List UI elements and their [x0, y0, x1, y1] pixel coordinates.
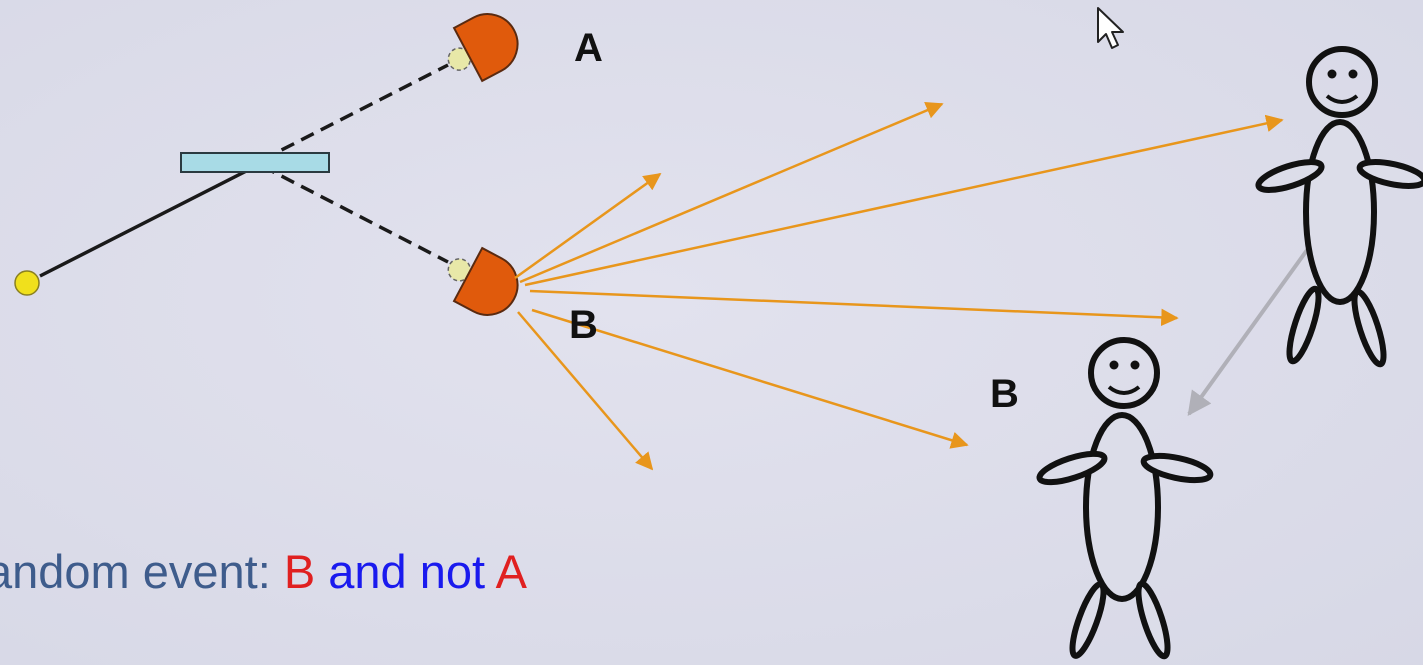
ray-3	[524, 114, 1284, 287]
ray-2	[519, 102, 944, 284]
observer-2-eye-right	[1130, 360, 1140, 370]
photon-source	[14, 270, 40, 296]
observer-2-leg-right	[1135, 580, 1171, 660]
observer-b-label: B	[990, 372, 1019, 416]
observer-2-arm-left	[1036, 450, 1108, 486]
observer-1-arm-left	[1255, 159, 1325, 193]
random-event-caption: andom event: B and not A	[0, 548, 527, 595]
detector-b-body	[452, 246, 519, 316]
observer-1-smile	[1325, 94, 1359, 104]
observer-2-arm-right	[1140, 452, 1214, 484]
caption-middle: and not	[315, 545, 496, 598]
ray-4	[529, 289, 1179, 327]
ray-6	[517, 311, 654, 471]
observer-1-leg-left	[1286, 285, 1322, 365]
information-rays	[514, 102, 1284, 471]
observer-1-arm-right	[1356, 159, 1423, 189]
path-to-detector-b	[261, 164, 449, 264]
observer-2-head	[1088, 337, 1160, 409]
observer-2-body	[1083, 412, 1161, 602]
caption-a: A	[495, 545, 527, 598]
caption-prefix: andom event:	[0, 545, 284, 598]
observer-1-body	[1303, 119, 1377, 305]
observer-figure-1	[1255, 46, 1423, 368]
ray-5	[531, 308, 969, 449]
detector-a	[447, 13, 519, 83]
beam-splitter	[180, 152, 330, 173]
observer-2-eye-left	[1109, 360, 1119, 370]
detector-a-label: A	[574, 26, 603, 70]
mouse-pointer-icon	[1097, 7, 1124, 49]
ray-1	[514, 172, 662, 280]
incoming-beam	[39, 161, 263, 278]
caption-b: B	[283, 545, 316, 598]
observer-1-head	[1306, 46, 1378, 118]
observer-2-leg-left	[1069, 581, 1107, 659]
observer-1-eye-right	[1348, 69, 1358, 79]
observer-2-smile	[1107, 385, 1141, 395]
detector-b	[447, 246, 519, 316]
detector-b-label: B	[569, 303, 598, 347]
observer-1-leg-right	[1351, 288, 1387, 368]
detector-a-body	[452, 13, 519, 83]
observer-1-eye-left	[1327, 69, 1337, 79]
observer-figure-2	[1036, 337, 1214, 660]
path-to-detector-a	[261, 63, 449, 162]
